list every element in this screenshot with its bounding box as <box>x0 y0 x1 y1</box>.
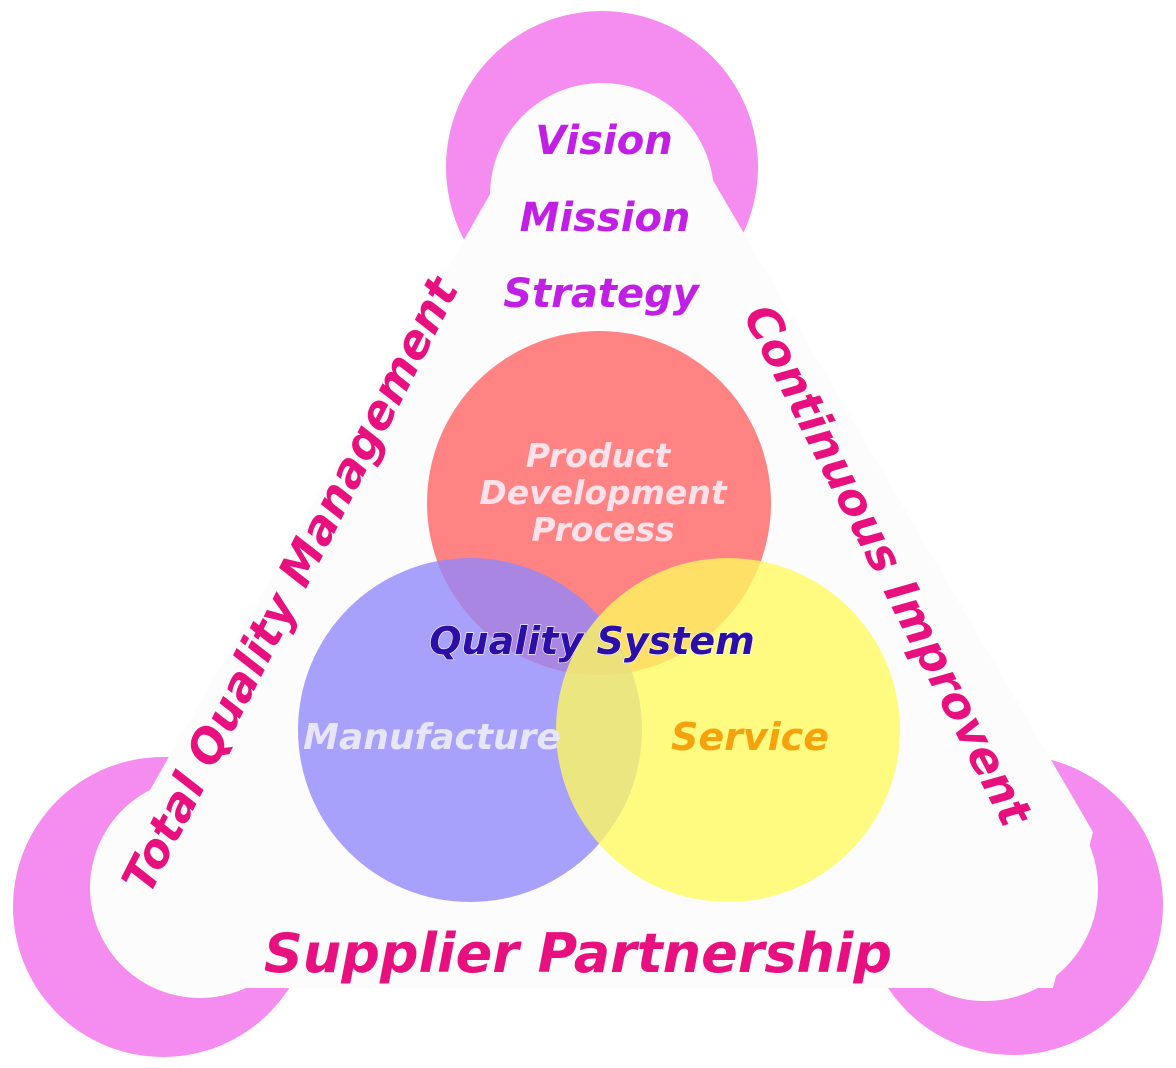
supplier-partnership-label: Supplier Partnership <box>264 922 892 985</box>
strategy-label: Strategy <box>503 271 701 317</box>
manufacture-label: Manufacture <box>303 717 561 758</box>
service-circle <box>556 558 900 902</box>
service-label: Service <box>671 715 829 759</box>
product-development-labels: Product Development Process <box>479 436 728 549</box>
manufacture-circle <box>298 558 642 902</box>
mission-label: Mission <box>520 195 691 241</box>
venn-circles <box>298 331 900 902</box>
development-label: Development <box>479 473 728 512</box>
quality-system-label: Quality System <box>429 619 755 663</box>
process-label: Process <box>531 510 674 549</box>
product-label: Product <box>526 436 672 475</box>
top-hub-labels: Vision Mission Strategy <box>503 118 701 317</box>
vision-label: Vision <box>535 118 672 164</box>
